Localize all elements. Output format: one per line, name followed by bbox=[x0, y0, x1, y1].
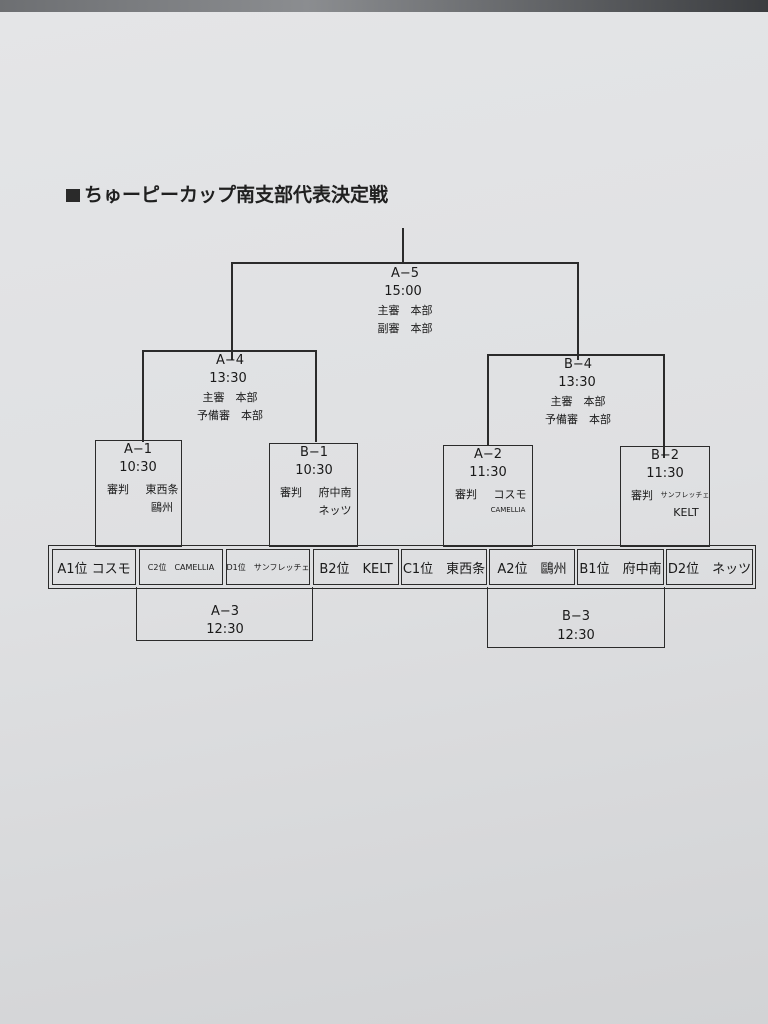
match-b1-referee-team1: 府中南 bbox=[318, 486, 352, 499]
match-b1-code: B−1 bbox=[299, 445, 329, 460]
match-a1-referee-team2: 鷗州 bbox=[151, 501, 173, 514]
team-slot-4: B2位 KELT bbox=[313, 549, 399, 585]
a4-bracket-top bbox=[142, 350, 316, 352]
match-b1-time: 10:30 bbox=[295, 463, 333, 478]
match-b4-time: 13:30 bbox=[558, 375, 596, 390]
match-a5-time: 15:00 bbox=[384, 284, 422, 299]
match-b2-referee-team2: KELT bbox=[673, 506, 699, 519]
match-b2-time: 11:30 bbox=[646, 466, 684, 481]
match-a5-referee2: 副審 本部 bbox=[377, 322, 433, 335]
match-b3-code: B−3 bbox=[561, 609, 591, 624]
match-a4-time: 13:30 bbox=[209, 371, 247, 386]
match-a2-referee-label: 審判 bbox=[455, 488, 477, 501]
match-a5-referee1: 主審 本部 bbox=[377, 304, 433, 317]
match-a2-referee-team2: CAMELLIA bbox=[490, 506, 526, 514]
match-a2-box bbox=[443, 445, 533, 547]
team-slot-1: A1位 コスモ bbox=[52, 549, 136, 585]
document-title: ちゅーピーカップ南支部代表決定戦 bbox=[66, 180, 388, 207]
match-b2-box bbox=[620, 446, 710, 547]
match-a3-time: 12:30 bbox=[206, 622, 244, 637]
match-b4-referee2: 予備審 本部 bbox=[545, 413, 611, 426]
final-stem-line bbox=[402, 228, 404, 262]
match-a4-referee1: 主審 本部 bbox=[202, 391, 258, 404]
match-b1-referee-label: 審判 bbox=[280, 486, 302, 499]
b4-bracket-right bbox=[663, 354, 665, 458]
team-slot-3: D1位 サンフレッチェ bbox=[226, 549, 310, 585]
b4-bracket-top bbox=[487, 354, 664, 356]
match-b2-referee-label: 審判 bbox=[631, 489, 653, 502]
team-slot-8: D2位 ネッツ bbox=[666, 549, 753, 585]
a4-bracket-right bbox=[315, 350, 317, 442]
title-text: ちゅーピーカップ南支部代表決定戦 bbox=[84, 184, 389, 206]
team-slot-2: C2位 CAMELLIA bbox=[139, 549, 223, 585]
match-a1-referee-label: 審判 bbox=[107, 483, 129, 496]
match-a2-referee-team1: コスモ bbox=[493, 488, 527, 501]
paper-sheet: ちゅーピーカップ南支部代表決定戦 A−5 15:00 主審 本部 副審 本部 A… bbox=[0, 12, 768, 1024]
match-a1-time: 10:30 bbox=[119, 460, 157, 475]
team-slot-5: C1位 東西条 bbox=[401, 549, 487, 585]
match-a1-referee-team1: 東西条 bbox=[145, 483, 179, 496]
a4-bracket-left bbox=[142, 350, 144, 442]
team-slot-6: A2位 鷗州 bbox=[489, 549, 575, 585]
match-b1-box bbox=[269, 443, 358, 547]
team-slot-7: B1位 府中南 bbox=[577, 549, 664, 585]
match-a4-referee2: 予備審 本部 bbox=[197, 409, 263, 422]
match-a3-box bbox=[136, 587, 313, 641]
match-b4-referee1: 主審 本部 bbox=[550, 395, 606, 408]
match-a1-box bbox=[95, 440, 182, 547]
match-b1-referee-team2: ネッツ bbox=[318, 504, 352, 517]
match-b3-time: 12:30 bbox=[557, 628, 595, 643]
square-bullet-icon bbox=[66, 189, 80, 202]
match-a3-code: A−3 bbox=[210, 604, 240, 619]
match-a5-code: A−5 bbox=[390, 266, 420, 281]
final-bracket-top bbox=[231, 262, 578, 264]
match-b4-code: B−4 bbox=[563, 357, 593, 372]
team-row-frame bbox=[48, 545, 756, 589]
match-a2-time: 11:30 bbox=[469, 465, 507, 480]
match-b2-referee-team1: サンフレッチェ bbox=[660, 491, 710, 499]
final-bracket-left bbox=[231, 262, 233, 360]
match-a4-code: A−4 bbox=[215, 353, 245, 368]
match-a1-code: A−1 bbox=[123, 442, 153, 457]
match-b3-box bbox=[487, 587, 665, 648]
final-bracket-right bbox=[577, 262, 579, 360]
match-b2-code: B−2 bbox=[650, 448, 680, 463]
match-a2-code: A−2 bbox=[473, 447, 503, 462]
b4-bracket-left bbox=[487, 354, 489, 446]
